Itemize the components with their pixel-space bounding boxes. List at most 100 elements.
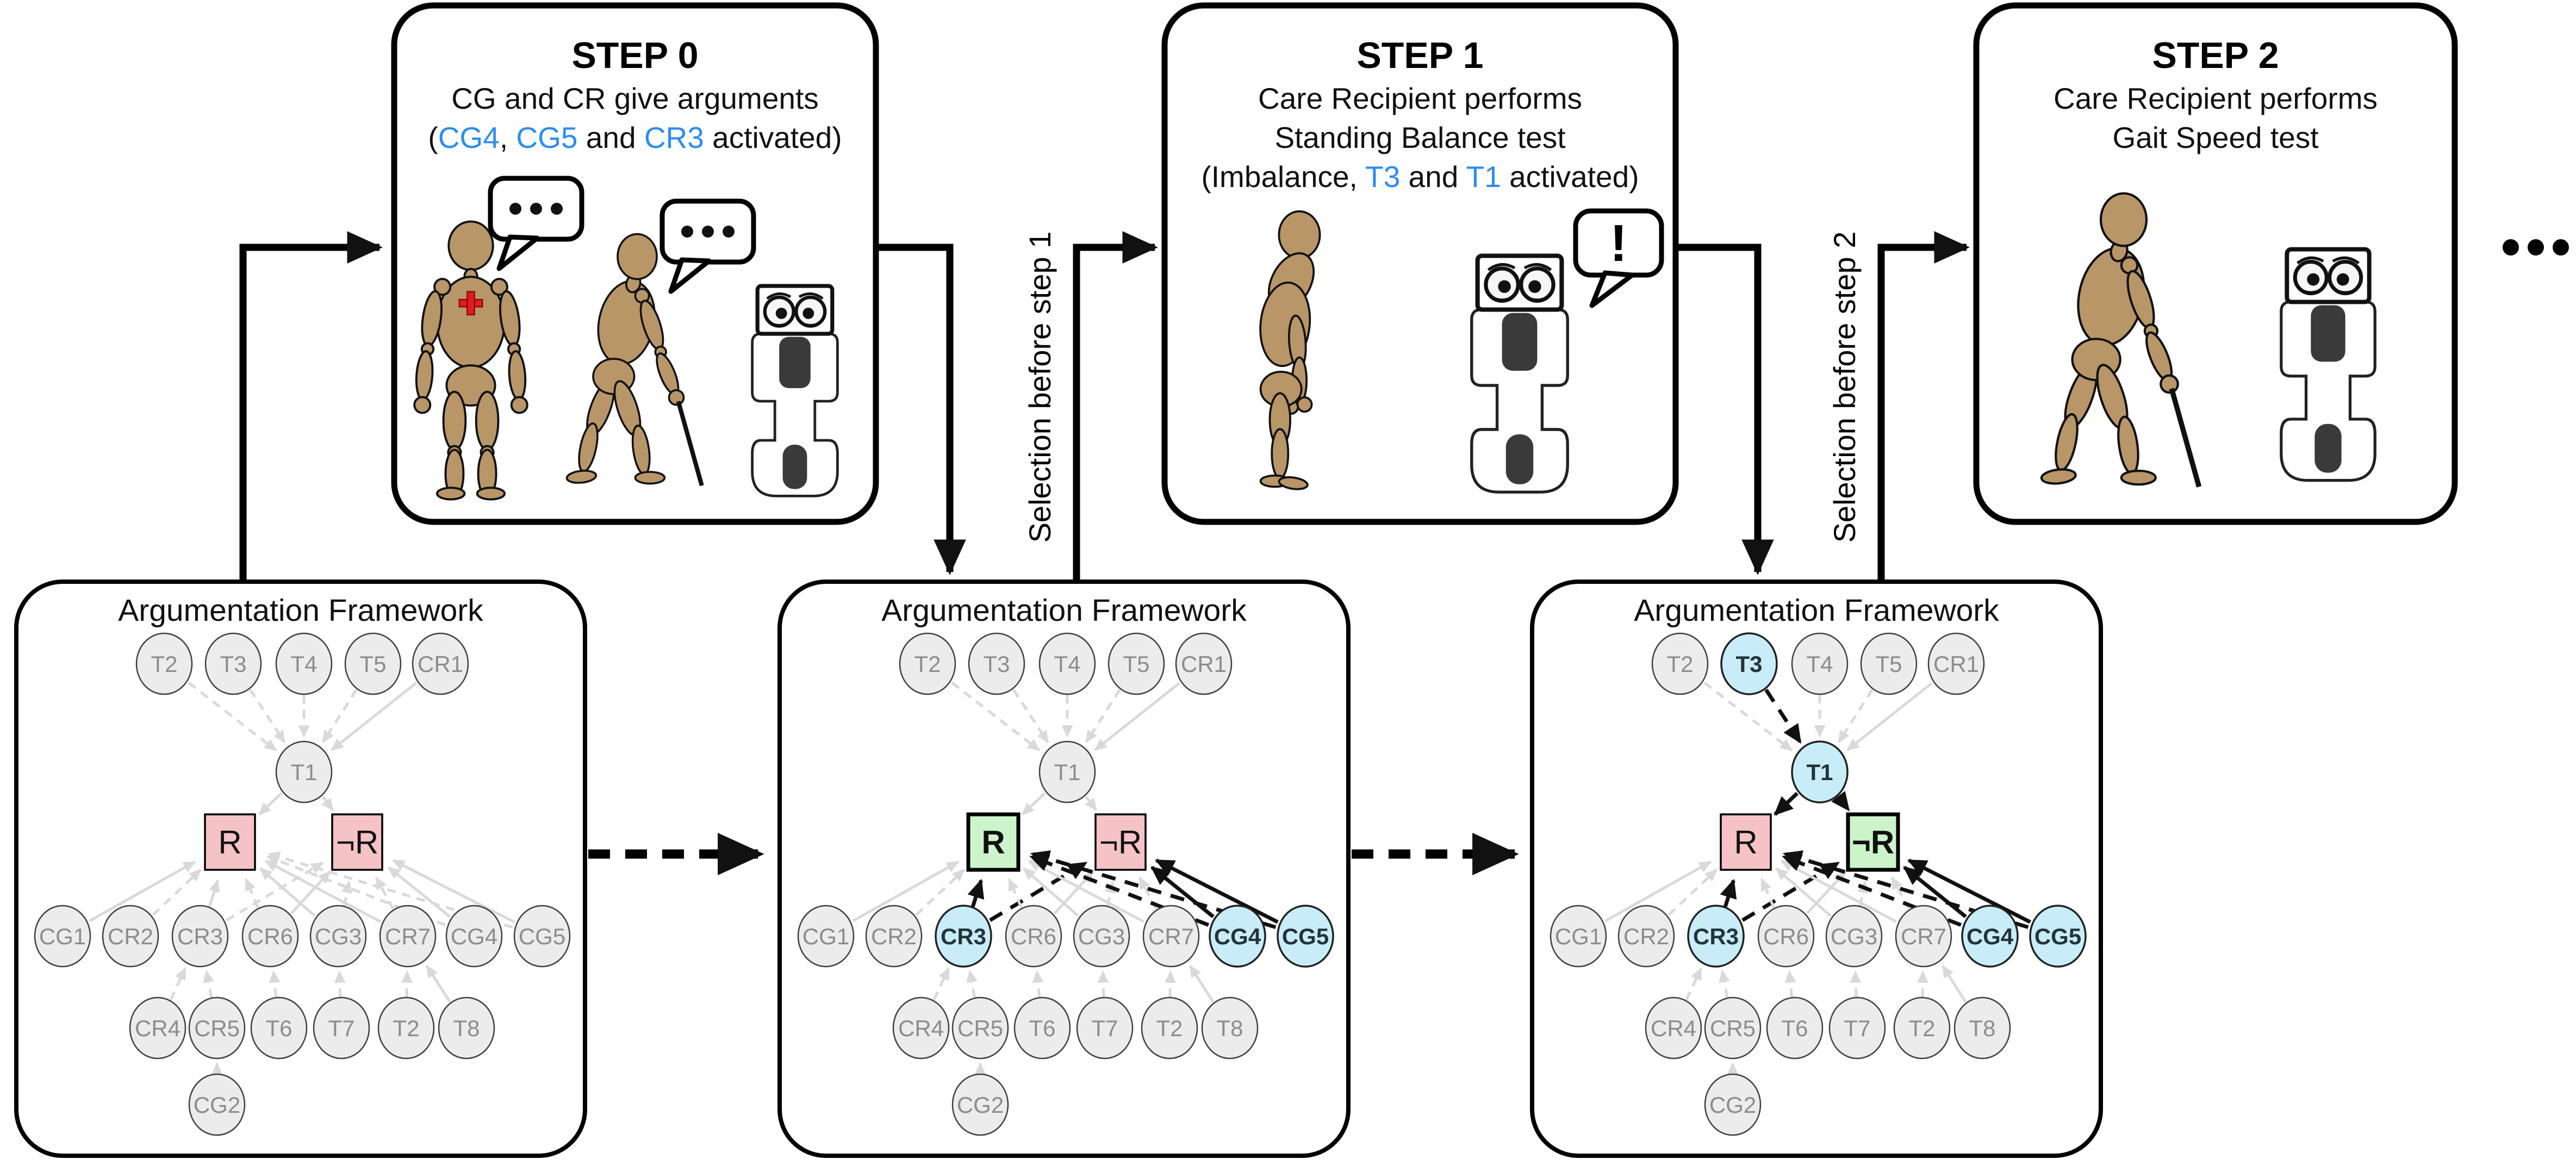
arrow-framework3-to-step2 <box>1877 231 1970 582</box>
argument-node-T7 <box>1828 996 1886 1060</box>
edge-T8-CR7 <box>1189 965 1215 1003</box>
argument-node-T7 <box>313 996 370 1060</box>
argument-node-CR4 <box>892 996 950 1060</box>
edge-CG5-R <box>1030 850 1277 929</box>
argument-node-T6 <box>250 996 308 1060</box>
argument-node-label: CG4 <box>451 924 497 949</box>
edge-CR6-R <box>1007 878 1023 908</box>
edge-CG5-NR <box>1907 858 2031 924</box>
step-1-line-2: (Imbalance, T3 and T1 activated) <box>1201 160 1639 194</box>
argument-node-label: T2 <box>1908 1016 1935 1041</box>
argument-node-T8 <box>438 996 495 1060</box>
selection-before-step1-label: Selection before step 1 <box>1023 232 1057 543</box>
argument-node-label: CG1 <box>39 924 86 949</box>
step-2-title: STEP 2 <box>2152 35 2279 76</box>
arrow-framework1-to-step0 <box>239 231 383 582</box>
argument-node-CR5 <box>1704 996 1762 1060</box>
argument-node-label: CR6 <box>247 924 293 949</box>
edge-CR5-CR3 <box>966 969 978 998</box>
edge-T6-CR6 <box>269 970 281 998</box>
argument-node-CR5 <box>188 996 246 1060</box>
edge-CG5-NR <box>392 859 515 924</box>
argument-node-CR1 <box>412 632 469 695</box>
framework-title: Argumentation Framework <box>881 593 1247 628</box>
edge-T6-CR6 <box>1784 970 1796 998</box>
argument-node-label: CR7 <box>1901 924 1946 949</box>
argument-node-T8 <box>1201 996 1259 1060</box>
argument-node-label: T5 <box>359 651 386 677</box>
argument-node-label: CR1 <box>1933 651 1979 677</box>
argument-node-T6 <box>1013 996 1071 1060</box>
decision-box-label: ¬R <box>1852 824 1894 861</box>
edge-CR1-T1 <box>1094 682 1180 751</box>
argument-node-T2 <box>1651 632 1709 695</box>
argument-node-CG5 <box>513 905 571 968</box>
argument-node-CG1 <box>34 905 91 968</box>
edge-CR3-NR <box>1741 861 1840 922</box>
argument-node-CG3 <box>309 905 367 968</box>
edge-T7-CG3 <box>1850 970 1862 998</box>
argument-node-label: CR2 <box>1623 924 1669 949</box>
argument-node-T3 <box>1720 632 1778 695</box>
argument-node-label: CR4 <box>898 1016 944 1041</box>
edge-CG1-R <box>1604 861 1712 923</box>
argument-node-label: CR7 <box>385 924 431 949</box>
edge-T8-CR7 <box>1941 965 1967 1003</box>
edge-CG5-NR <box>1155 858 1279 924</box>
argument-node-T1 <box>1038 740 1096 803</box>
argument-node-label: CR4 <box>135 1016 181 1041</box>
argument-node-label: T4 <box>290 651 317 677</box>
argument-node-label: CG3 <box>1831 924 1877 949</box>
step-2-line-0: Care Recipient performs <box>2054 82 2378 115</box>
argument-node-label: CG1 <box>802 924 849 949</box>
argument-node-CR3 <box>1687 905 1745 968</box>
argument-node-label: T2 <box>393 1016 419 1041</box>
argument-node-label: T8 <box>453 1016 480 1041</box>
argument-node-CR5 <box>951 996 1009 1060</box>
argument-node-label: T7 <box>328 1016 354 1041</box>
argument-node-label: T8 <box>1216 1016 1243 1041</box>
step-2-line-1: Gait Speed test <box>2112 121 2318 154</box>
edge-CR3-NR <box>989 861 1088 922</box>
argument-node-label: CR2 <box>108 924 153 949</box>
edge-CG1-R <box>89 861 196 923</box>
edge-T1-NR <box>1085 795 1098 811</box>
edge-T6-CR6 <box>1032 970 1044 998</box>
edge-CG5-R <box>1782 850 2029 929</box>
argument-node-CG4 <box>1209 905 1266 968</box>
argument-node-label: T2 <box>1156 1016 1183 1041</box>
edge-T8-CR7 <box>425 965 451 1003</box>
argument-node-label: T2 <box>151 651 177 677</box>
argument-node-CR1 <box>1175 632 1233 695</box>
argument-node-label: T3 <box>1735 651 1762 677</box>
argument-node-label: CG4 <box>1967 924 2014 949</box>
edge-CR7-R <box>264 859 381 923</box>
argument-node-T2 <box>135 632 193 695</box>
argument-node-CG4 <box>445 905 503 968</box>
speech-bubble-exclamation-icon: ! <box>1573 208 1664 308</box>
argument-node-T1 <box>1791 740 1849 803</box>
framework-title: Argumentation Framework <box>1634 593 1999 628</box>
edge-T1-R <box>1021 792 1046 815</box>
edge-T3-T1 <box>249 689 286 744</box>
speech-bubble-dots-icon <box>488 176 584 271</box>
argument-node-T7 <box>1076 996 1134 1060</box>
edge-CR5-CR3 <box>1719 969 1730 998</box>
argument-node-CR6 <box>1757 905 1815 968</box>
robot-icon <box>2281 250 2375 481</box>
edge-T3-T1 <box>1764 688 1802 744</box>
argument-node-T1 <box>275 740 333 803</box>
step-0-line-1: (CG4, CG5 and CR3 activated) <box>428 121 842 154</box>
step-0-title: STEP 0 <box>571 35 698 76</box>
edge-CG3-R <box>1775 867 1832 917</box>
argument-node-CR3 <box>171 905 229 968</box>
edge-T2-T1 <box>188 681 277 752</box>
edge-CR7-NR <box>375 876 395 909</box>
argument-node-label: CR3 <box>1693 924 1739 949</box>
argument-node-T3 <box>968 632 1025 695</box>
edge-CR7-R <box>1780 859 1897 923</box>
step-1-line-1: Standing Balance test <box>1274 121 1565 154</box>
selection-before-step2-label: Selection before step 2 <box>1827 232 1862 543</box>
